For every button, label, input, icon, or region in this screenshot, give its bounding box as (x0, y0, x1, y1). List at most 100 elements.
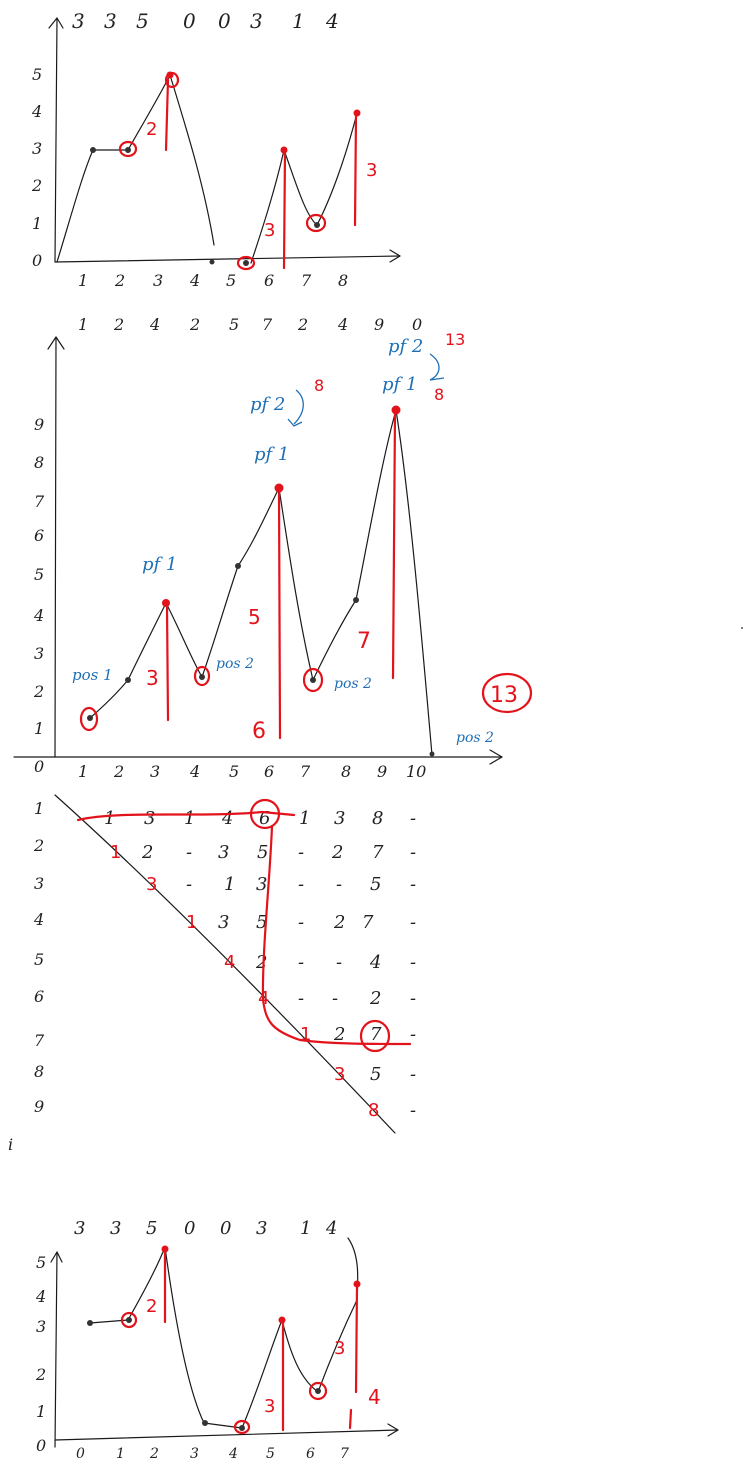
chart-2-blue-label: pos 2 (216, 656, 254, 672)
chart-1-data-point (209, 259, 215, 265)
chart-1-x-tick: 8 (338, 271, 348, 290)
chart-3-top-value: 5 (146, 1218, 157, 1239)
dp-table-cell: 2 (369, 988, 381, 1009)
chart-1-x-tick: 2 (114, 271, 125, 290)
chart-1-data-point (90, 147, 96, 153)
chart-2-data-point (429, 751, 435, 757)
dp-table-cell: - (410, 1064, 416, 1085)
chart-1-x-tick: 4 (189, 271, 200, 290)
chart-2-y-tick: 1 (34, 719, 44, 738)
chart-2-data-point (353, 597, 359, 603)
dp-table-row-label: 7 (34, 1031, 45, 1050)
chart-2-y-tick: 3 (34, 644, 44, 663)
dp-table-row-label: 8 (34, 1062, 44, 1081)
chart-2-peak-point (391, 405, 401, 415)
chart-3-y-axis (54, 1251, 58, 1448)
chart-3-x-tick: 3 (190, 1446, 199, 1462)
chart-1-y-axis (54, 17, 58, 263)
chart-2-data-point (235, 563, 241, 569)
chart-3-x-tick: 2 (149, 1446, 159, 1462)
chart-2-x-axis-arrow (489, 749, 503, 765)
dp-table: 1 2 3 4 5 6 7 8 9 1 3 1 4 6 1 3 8 - 1 2 … (8, 794, 416, 1154)
chart-3-x-ticks: 0 1 2 3 4 5 6 7 (76, 1446, 349, 1462)
chart-2: 1 2 4 2 5 7 2 4 9 0 0 1 2 3 4 5 6 7 8 9 (13, 315, 533, 781)
chart-2-top-value: 0 (412, 315, 422, 334)
dp-table-cell: 6 (259, 808, 270, 829)
dp-table-cell: 2 (333, 912, 345, 933)
chart-2-blue-label: pos 2 (456, 730, 494, 746)
chart-1-circle-mark (305, 213, 327, 233)
chart-2-top-value: 2 (297, 315, 308, 334)
dp-table-cell: 5 (256, 912, 267, 933)
chart-2-x-ticks: 1 2 3 4 5 6 7 8 9 10 (78, 762, 426, 781)
chart-2-y-axis (54, 336, 57, 758)
chart-3-data-point (202, 1420, 208, 1426)
stray-mark (741, 627, 743, 629)
dp-table-row: 1 2 - 3 5 - 2 7 - (110, 842, 416, 863)
dp-table-cell: 4 (221, 808, 233, 829)
dp-table-row: 1 3 5 - 2 7 - (186, 912, 416, 933)
chart-3-y-tick: 5 (36, 1253, 46, 1272)
chart-1-y-axis-arrow (48, 17, 64, 29)
chart-3-red-label: 4 (368, 1385, 381, 1409)
chart-2-profit-bar (391, 411, 397, 680)
chart-2-red-label: 8 (314, 376, 324, 395)
dp-table-cell: 5 (257, 842, 268, 863)
chart-2-data-point (310, 677, 316, 683)
dp-table-cell: 1 (299, 808, 310, 829)
dp-table-row-highlight (298, 1038, 412, 1046)
chart-2-y-ticks: 0 1 2 3 4 5 6 7 8 9 (33, 415, 45, 776)
chart-2-blue-label: pos 2 (334, 676, 372, 692)
chart-3-data-point (239, 1425, 245, 1431)
chart-1-data-point (243, 260, 249, 266)
dp-table-cell: - (298, 988, 304, 1009)
chart-2-x-tick: 6 (264, 762, 274, 781)
dp-table-note: i (8, 1135, 13, 1154)
chart-3-x-tick: 5 (266, 1446, 275, 1462)
chart-1-top-value: 3 (72, 9, 85, 33)
dp-table-cell: - (410, 874, 416, 895)
dp-table-cell: 8 (368, 1100, 379, 1121)
chart-2-top-value: 4 (149, 315, 160, 334)
dp-table-row-labels: 1 2 3 4 5 6 7 8 9 (33, 799, 45, 1116)
chart-2-red-markup: 3 5 6 7 8 13 8 13 (79, 330, 533, 744)
chart-3-points (87, 1245, 361, 1431)
dp-table-diagonal (54, 794, 396, 1134)
chart-3-top-value: 0 (220, 1218, 231, 1239)
chart-1-circle-mark (118, 140, 138, 158)
chart-3-red-markup: 2 3 3 4 (120, 1248, 381, 1435)
chart-3-circle-mark (120, 1311, 138, 1329)
chart-3-y-tick: 1 (36, 1402, 46, 1421)
chart-2-x-tick: 4 (189, 762, 200, 781)
chart-2-blue-arrow-head (287, 418, 303, 427)
chart-1-top-value: 0 (183, 9, 196, 33)
chart-3-x-tick: 7 (340, 1446, 349, 1462)
chart-2-blue-label: pf 2 (388, 336, 423, 357)
chart-2-x-tick: 5 (229, 762, 239, 781)
chart-2-blue-label: pf 2 (250, 394, 285, 415)
chart-2-y-tick: 8 (34, 453, 44, 472)
dp-table-cell: 2 (255, 952, 267, 973)
chart-3-top-value: 3 (74, 1218, 85, 1239)
chart-2-blue-arrow (293, 389, 304, 425)
dp-table-cell: 5 (370, 874, 381, 895)
chart-3-red-label: 2 (146, 1296, 157, 1317)
chart-3-x-axis (54, 1429, 399, 1441)
chart-1-profit-bar (164, 78, 170, 152)
dp-table-cell: - (410, 988, 416, 1009)
chart-2-blue-arrow (429, 353, 445, 381)
chart-1-profit-bar (282, 148, 287, 270)
chart-2-points (87, 405, 435, 757)
chart-3-top-value: 0 (184, 1218, 195, 1239)
chart-3-top-value: 4 (325, 1218, 337, 1239)
chart-1-y-ticks: 0 1 2 3 4 5 (31, 65, 42, 270)
dp-table-cell: 7 (372, 842, 384, 863)
chart-3-x-tick: 4 (228, 1446, 238, 1462)
chart-3: 3 3 5 0 0 3 1 4 0 1 2 3 4 5 0 1 2 3 4 5 (35, 1218, 399, 1462)
chart-3-red-label: 3 (334, 1338, 345, 1359)
chart-3-x-tick: 1 (116, 1446, 125, 1462)
dp-table-cell: - (410, 1100, 416, 1121)
chart-3-y-axis-arrow (50, 1251, 63, 1263)
chart-2-y-tick: 7 (34, 492, 45, 511)
chart-2-peak-point (274, 483, 284, 493)
